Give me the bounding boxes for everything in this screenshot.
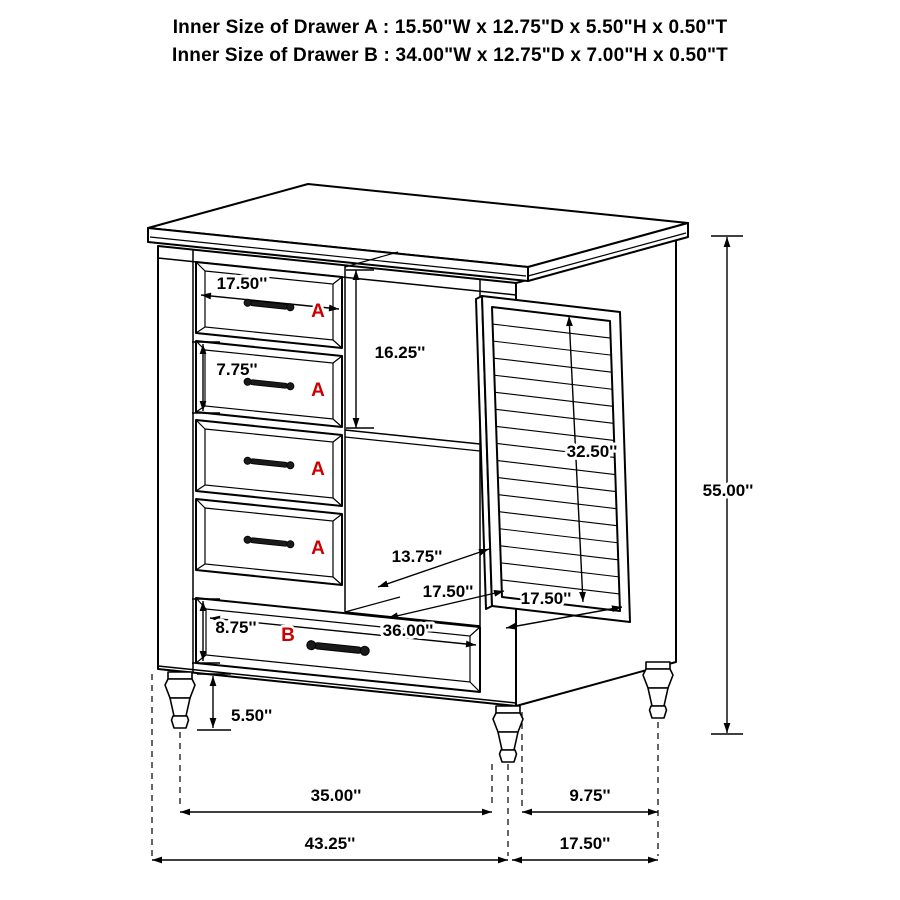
front-left-leg bbox=[164, 671, 196, 729]
dim-drawer-b-width-arrow bbox=[209, 617, 477, 646]
back-right-leg bbox=[642, 661, 674, 719]
drawer-size-header: Inner Size of Drawer A : 15.50"W x 12.75… bbox=[0, 14, 900, 70]
dim-compartment-width-label: 17.50'' bbox=[423, 582, 474, 601]
dim-leg-height-label: 5.50'' bbox=[231, 706, 272, 725]
dimension-lines bbox=[151, 235, 743, 864]
dim-door-height-label: 32.50'' bbox=[567, 442, 618, 461]
drawer-a-2-letter: A bbox=[311, 380, 325, 401]
dim-overall-depth-label: 17.50'' bbox=[560, 834, 611, 853]
dimension-labels: 17.50'' 16.25'' 7.75'' 32.50'' 55.00'' 1… bbox=[212, 271, 756, 856]
dim-front-leg-span-label: 35.00'' bbox=[311, 786, 362, 805]
drawer-a-size-text: Inner Size of Drawer A : 15.50"W x 12.75… bbox=[172, 17, 728, 38]
drawer-letters: A A A A B bbox=[279, 299, 328, 649]
dim-drawer-a-width-arrow bbox=[200, 294, 340, 310]
dim-drawer-a-height-label: 7.75'' bbox=[216, 360, 257, 379]
front-right-leg bbox=[492, 705, 524, 763]
dim-door-width-arrow bbox=[505, 606, 623, 629]
dim-side-leg-span-label: 9.75'' bbox=[569, 786, 610, 805]
cabinet-top-panel bbox=[147, 183, 689, 282]
dim-compartment-width-arrow bbox=[387, 590, 505, 619]
drawer-a-4-letter: A bbox=[311, 538, 325, 559]
dim-compartment-depth-label: 13.75'' bbox=[392, 547, 443, 566]
dim-drawer-a-width-label: 17.50'' bbox=[217, 274, 268, 293]
drawer-b-size-text: Inner Size of Drawer B : 34.00"W x 12.75… bbox=[172, 45, 728, 66]
door-louvers bbox=[492, 323, 620, 595]
dim-door-height-arrow bbox=[568, 315, 584, 603]
dim-drawer-b-width-label: 36.00'' bbox=[383, 621, 434, 640]
drawer-a-3-letter: A bbox=[311, 459, 325, 480]
dim-drawer-b-height-label: 8.75'' bbox=[215, 618, 256, 637]
louvered-door bbox=[475, 295, 631, 623]
dim-overall-height-label: 55.00'' bbox=[703, 481, 754, 500]
dim-upper-drawers-height-label: 16.25'' bbox=[375, 343, 426, 362]
dim-overall-width-label: 43.25'' bbox=[305, 834, 356, 853]
drawer-b-letter: B bbox=[281, 625, 295, 646]
dim-compartment-depth-arrow bbox=[377, 548, 490, 588]
drawer-a-1-letter: A bbox=[311, 301, 325, 322]
dim-door-width-label: 17.50'' bbox=[521, 589, 572, 608]
